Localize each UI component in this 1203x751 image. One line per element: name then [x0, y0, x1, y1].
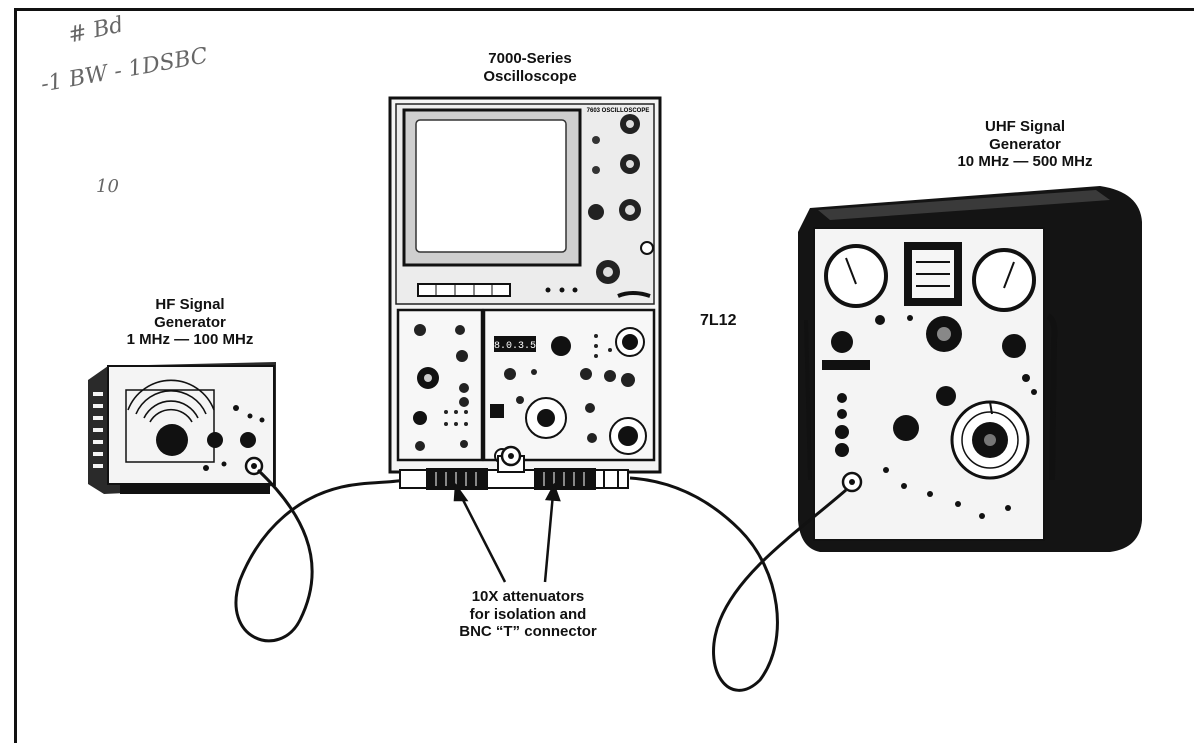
uhf-label-line3: 10 MHz — 500 MHz	[957, 153, 1093, 171]
hf-label-line2: Generator	[154, 313, 226, 331]
handwritten-note-3: 10	[96, 176, 119, 197]
oscilloscope: 7603 OSCILLOSCOPE 8.0.3.5	[388, 96, 662, 474]
attenuator-label: 10X attenuators for isolation and BNC “T…	[438, 588, 618, 641]
oscilloscope-label-line2: Oscilloscope	[483, 67, 577, 85]
figure-frame	[14, 8, 1194, 743]
hf-label-line1: HF Signal	[155, 296, 225, 313]
oscilloscope-label-line1: 7000-Series	[488, 50, 572, 67]
attenuator-label-line3: BNC “T” connector	[459, 623, 597, 641]
plugin-label: 7L12	[700, 312, 737, 329]
uhf-signal-generator	[798, 186, 1142, 552]
scope-brand-text: 7603 OSCILLOSCOPE	[587, 108, 650, 114]
hf-signal-generator	[88, 362, 276, 494]
uhf-label-line2: Generator	[989, 135, 1061, 153]
hf-generator-label: HF Signal Generator 1 MHz — 100 MHz	[100, 296, 280, 349]
uhf-generator-label: UHF Signal Generator 10 MHz — 500 MHz	[925, 118, 1125, 171]
coax-cables	[234, 468, 847, 692]
oscilloscope-label: 7000-Series Oscilloscope	[430, 50, 630, 85]
callout-arrows	[453, 482, 561, 583]
attenuator-label-line1: 10X attenuators	[471, 588, 585, 605]
hf-label-line3: 1 MHz — 100 MHz	[126, 331, 254, 349]
attenuator-assembly	[399, 445, 629, 490]
readout-display: 8.0.3.5	[494, 341, 536, 352]
attenuator-label-line2: for isolation and	[469, 605, 587, 623]
uhf-label-line1: UHF Signal	[984, 118, 1065, 135]
